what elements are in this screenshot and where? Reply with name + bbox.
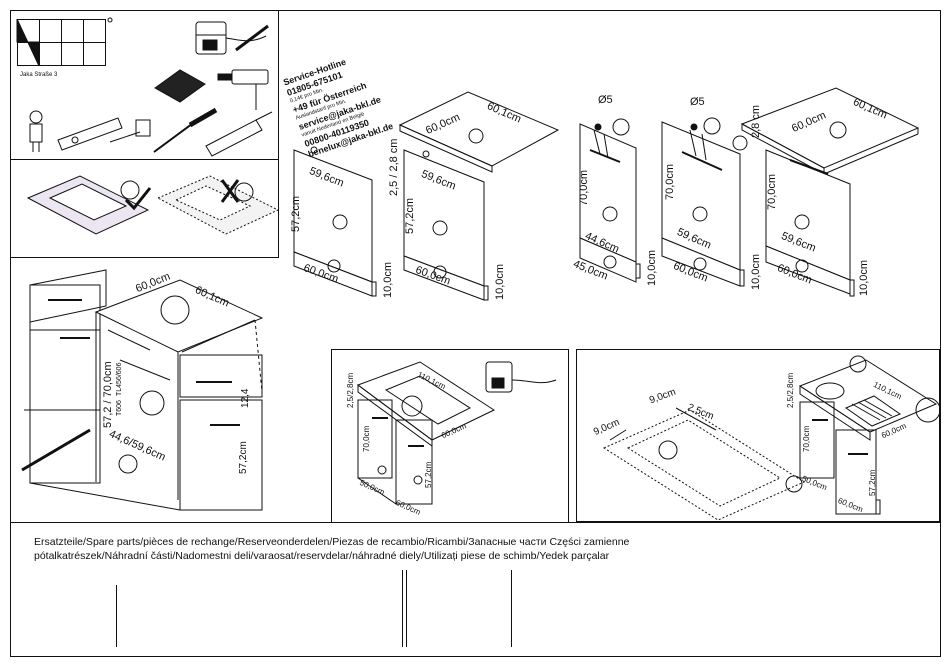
sink-bowl-icon: [815, 382, 845, 400]
dimension-label: 10,0cm: [646, 249, 658, 286]
hole-label: Ø5: [598, 94, 613, 106]
dimension-label: 10,0cm: [382, 261, 394, 298]
dimension-label: 70,0cm: [578, 169, 590, 206]
dishwasher-60-topped-drawing: [732, 87, 920, 297]
hole-label: Ø5: [690, 96, 705, 108]
hob-worktop-unit-drawing: [356, 361, 557, 505]
sink-frame: [576, 349, 940, 522]
dimension-label: 10,0cm: [750, 253, 762, 290]
page-frame: [10, 10, 941, 657]
drill-icon: [485, 361, 557, 393]
cutout-template-drawing: [602, 407, 806, 521]
dimension-label: 10,0cm: [858, 259, 870, 296]
smiley-happy-icon: [120, 180, 140, 200]
spare-parts-line-1: Ersatzteile/Spare parts/pièces de rechan…: [34, 536, 630, 548]
dimension-label: 57,2 / 70,0cm: [102, 361, 114, 428]
smiley-sad-icon: [234, 182, 254, 202]
silicone-gun-icon: [21, 428, 91, 472]
hob-cabinet-topped-drawing: [398, 91, 560, 301]
page-order-grid: [16, 17, 113, 67]
dishwasher-45-drawing: [579, 118, 641, 283]
dimension-label: 70,0cm: [664, 163, 676, 200]
model-label: T606: [116, 400, 123, 416]
person-icon: [29, 110, 43, 152]
hob-cabinet-single-drawing: [293, 146, 377, 297]
spirit-level-icon: [57, 117, 123, 151]
checkmark-icon: [124, 187, 152, 211]
dimension-label: 70,0cm: [766, 173, 778, 210]
dimension-label: 2,5/2,8cm: [346, 372, 355, 408]
screwdriver-icon: [153, 107, 218, 153]
dimension-label: 10,0cm: [494, 263, 506, 300]
dimension-label: 70,0cm: [362, 425, 371, 452]
dimension-label: 57,2cm: [868, 469, 877, 496]
model-label: TL456/606: [116, 362, 123, 396]
sink-worktop-unit-drawing: [798, 355, 941, 515]
dimension-label: 2,5/2,8cm: [786, 372, 795, 408]
dimension-label: 2,5 / 2,8 cm: [388, 138, 400, 196]
dimension-label: 12,4: [240, 388, 251, 408]
silicone-gun-icon: [205, 111, 273, 157]
dimension-label: 70,0cm: [802, 425, 811, 452]
hot-air-gun-icon: [217, 69, 269, 110]
dimension-label: 57,2cm: [404, 197, 416, 234]
spare-parts-line-2: pótalkatrészek/Náhradní části/Nadomestni…: [34, 550, 610, 562]
dimension-label: 57,2cm: [290, 195, 302, 232]
dimension-label: 57,2cm: [424, 461, 433, 488]
floor-check-illustration: [26, 175, 280, 235]
dimension-label: 57,2cm: [238, 441, 249, 474]
tape-measure-icon: [109, 119, 151, 143]
tile-icon: [154, 69, 206, 103]
tools-illustration: [29, 21, 273, 157]
kitchen-overview-drawing: [21, 269, 264, 511]
cross-icon: [220, 179, 240, 203]
drill-icon: [195, 21, 267, 55]
address-label: Jaka Straße 3: [20, 72, 58, 78]
dimension-label: 2,8 cm: [750, 104, 762, 138]
dishwasher-60-drawing: [661, 117, 745, 287]
pencil-icon: [235, 24, 269, 52]
